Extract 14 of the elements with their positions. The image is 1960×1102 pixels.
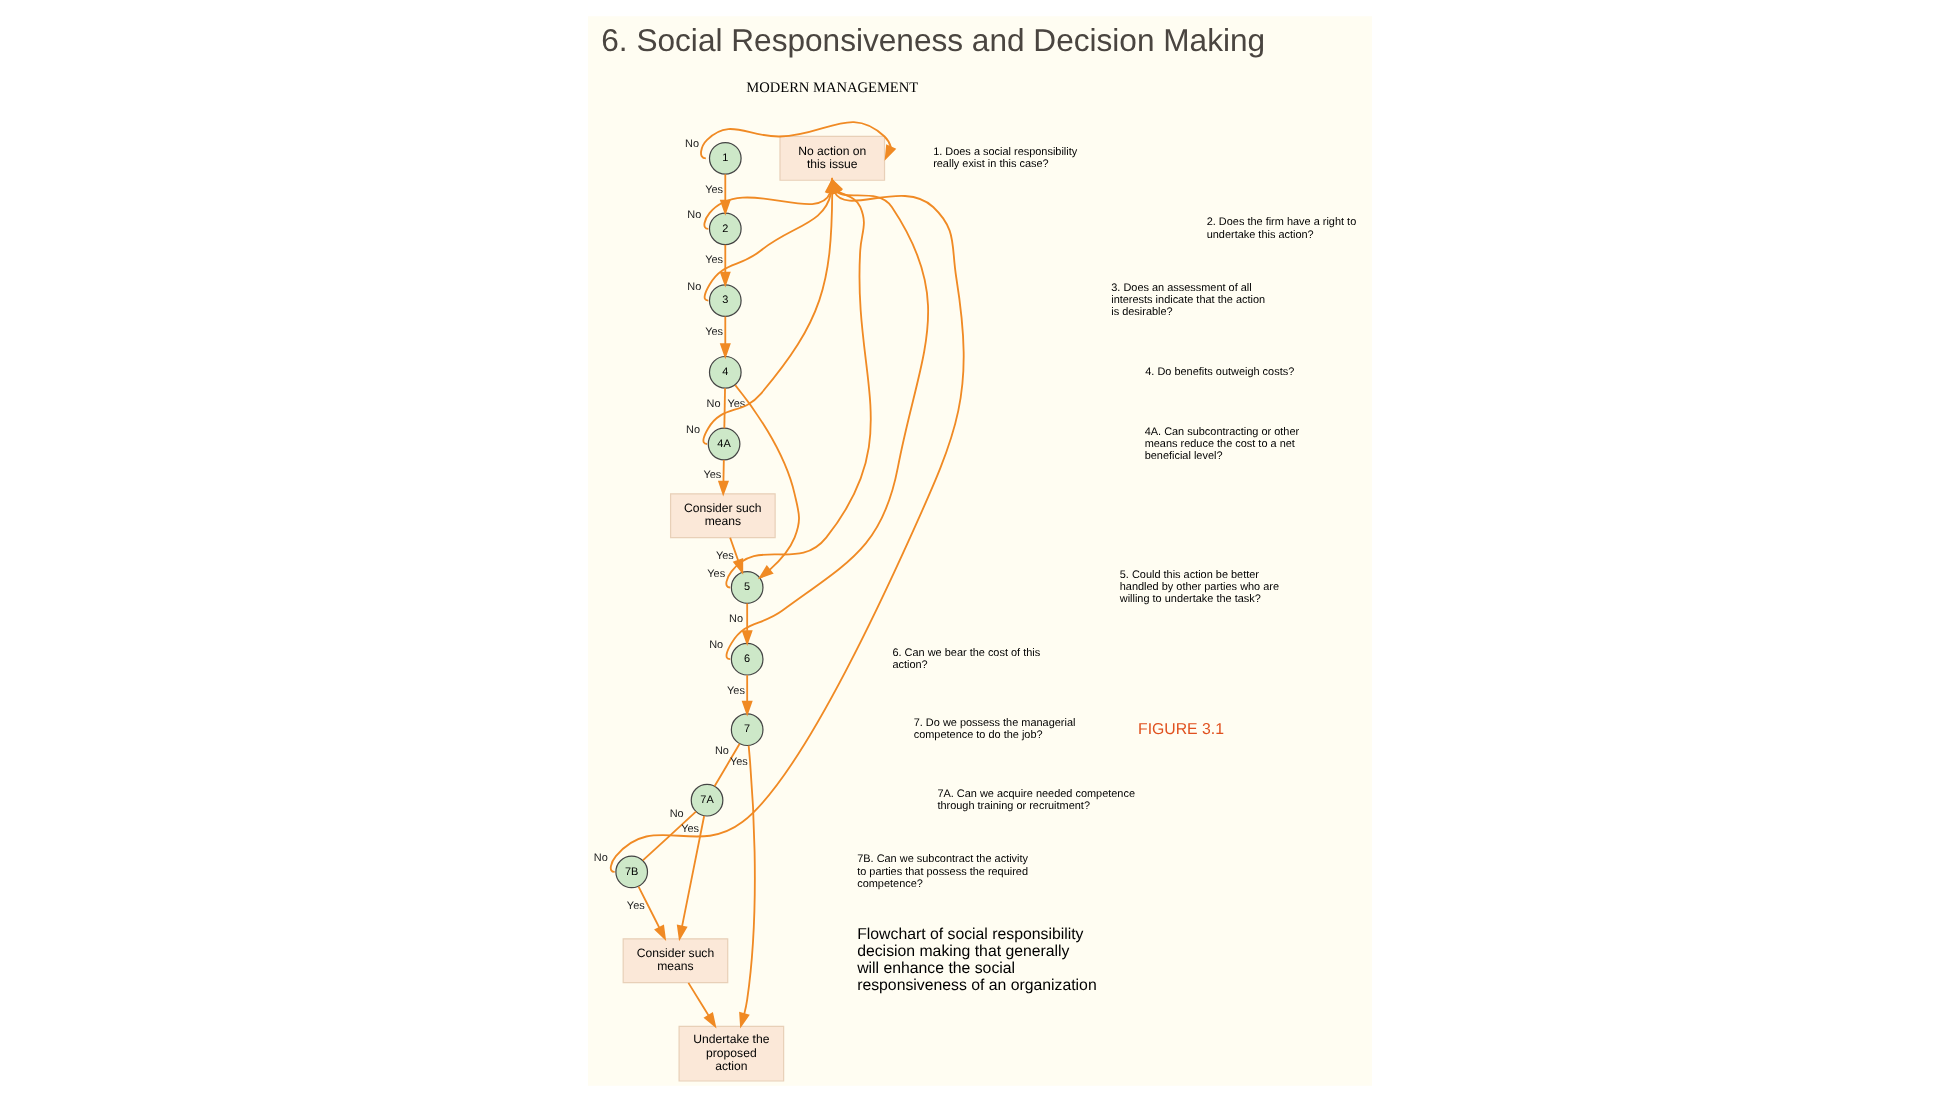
arrow (741, 602, 753, 647)
arrow (687, 981, 717, 1029)
connector (723, 387, 726, 430)
arrow (741, 674, 753, 717)
arrow (676, 815, 706, 942)
connector (641, 810, 697, 862)
diagram-title: 6. Social Responsiveness and Decision Making (601, 25, 1266, 60)
arrow (717, 459, 729, 497)
arrow (700, 121, 897, 161)
arrow (719, 243, 731, 288)
connector (713, 742, 741, 788)
arrow (637, 885, 667, 942)
arrow (719, 315, 731, 360)
arrow (739, 744, 756, 1029)
